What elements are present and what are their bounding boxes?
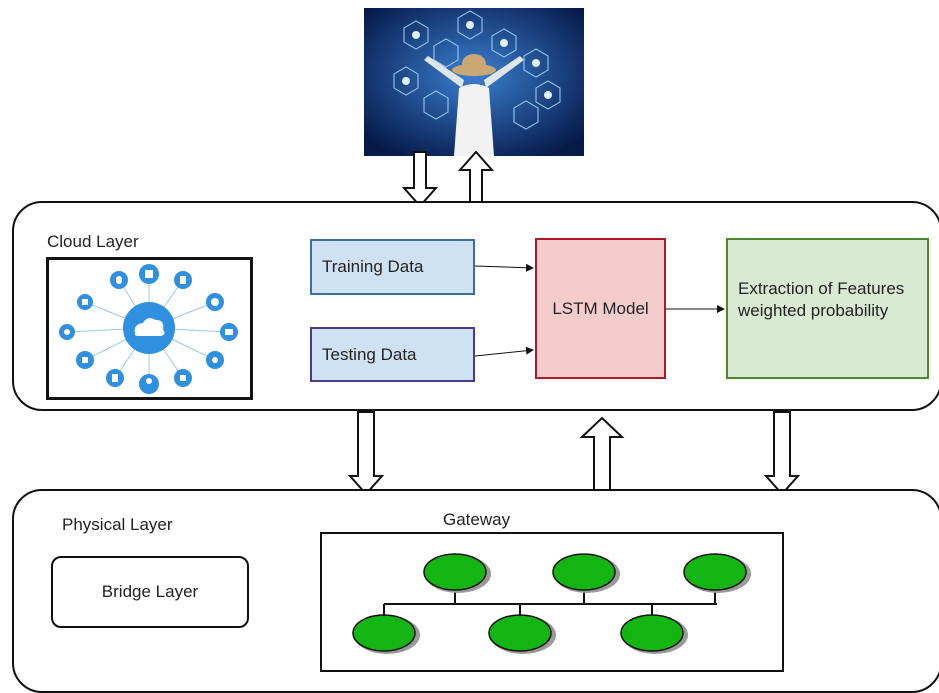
bridge-layer-box: Bridge Layer [51, 556, 249, 628]
lstm-model-label: LSTM Model [552, 298, 649, 318]
bridge-layer-label: Bridge Layer [101, 582, 199, 601]
bus-network-diagram [352, 553, 751, 654]
down-arrow-icon [401, 151, 439, 208]
extraction-to-physical-down-arrow-icon [763, 411, 801, 496]
iot-person-hero-image [364, 8, 584, 156]
feature-extraction-box: Extraction of Features weighted probabil… [726, 238, 929, 379]
iot-cloud-panel [46, 257, 253, 400]
cloud-layer-label: Cloud Layer [47, 232, 139, 251]
gateway-node [488, 614, 552, 652]
training-data-box: Training Data [310, 239, 475, 295]
gateway-label: Gateway [443, 510, 511, 529]
gateway-node [552, 553, 616, 591]
gateway-node [352, 614, 416, 652]
up-arrow-icon [457, 150, 495, 207]
testing-data-label: Testing Data [322, 344, 417, 364]
hero-cloud-arrows [401, 150, 495, 208]
physical-to-lstm-up-arrow-icon [579, 416, 625, 491]
gateway-node [423, 553, 487, 591]
gateway-network-box [320, 532, 784, 672]
cloud-to-physical-down-arrow-icon [347, 411, 385, 496]
training-data-label: Training Data [322, 257, 424, 276]
gateway-node [683, 553, 747, 591]
gateway-node [620, 614, 684, 652]
physical-layer-label: Physical Layer [62, 515, 173, 534]
testing-data-box: Testing Data [310, 327, 475, 382]
physical-layer-container [12, 489, 939, 693]
cloud-network-icon [59, 264, 238, 394]
feature-extraction-label: Extraction of Features weighted probabil… [738, 279, 905, 320]
lstm-model-box: LSTM Model [535, 238, 666, 379]
